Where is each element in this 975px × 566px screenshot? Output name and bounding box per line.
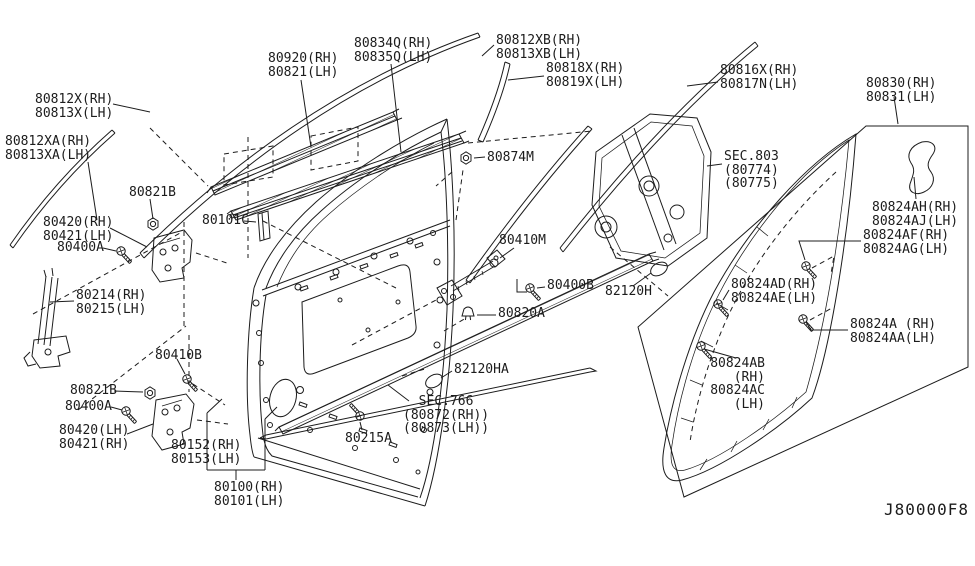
leader-sash-front-upper: [112, 103, 151, 113]
leader-seal-corner: [913, 176, 917, 200]
part-label-sec-803: SEC.803 (80774) (80775): [724, 149, 779, 191]
leader-grommet-82120h: [632, 272, 652, 287]
nut-80874m-glyph: [460, 151, 472, 165]
door-shell-drawing: [246, 118, 455, 507]
diagram-code: J80000F8: [884, 500, 970, 519]
part-label-clip-80101c: 80101C: [202, 213, 249, 228]
seal-box-screws: [693, 259, 821, 360]
clip-80820a-glyph: [461, 306, 475, 321]
part-label-weatherstrip-outer: 80834Q(RH) 80835Q(LH): [354, 36, 433, 65]
leader-sash-rear: [686, 81, 719, 87]
clip-80101c-glyph: [257, 210, 271, 242]
center-sash-piece: [465, 125, 593, 284]
part-label-sash-rear: 80816X(RH) 80817N(LH): [720, 63, 799, 92]
check-link-drawing: [436, 249, 506, 306]
leader-screw-a: [805, 321, 848, 331]
leader-hinge-lower: [126, 423, 154, 435]
part-label-bolt-80410b: 80410B: [155, 348, 202, 363]
leader-hinge-nut-lower: [113, 390, 144, 393]
leader-hinge-bolt-upper: [102, 247, 117, 252]
bolt-80410b-glyph: [179, 372, 202, 393]
leader-screw-ad: [722, 289, 730, 301]
part-label-screw-80215a: 80215A: [345, 431, 392, 446]
part-label-hinge-nut-lower: 80821B: [70, 383, 117, 398]
lower-rod: [259, 367, 598, 440]
construction-dashes: [32, 126, 835, 425]
leader-seal-assembly: [893, 96, 899, 125]
leader-screw-ab: [703, 348, 737, 359]
part-label-sash-front-lower: 80812XA(RH) 80813XA(LH): [5, 134, 92, 163]
leader-grommet-82120ha: [440, 370, 453, 379]
leader-hinge-upper: [109, 227, 148, 248]
part-label-sash-center: 80818X(RH) 80819X(LH): [546, 61, 625, 90]
leader-nut-80874m: [473, 156, 486, 159]
part-label-seal-assembly: 80830(RH) 80831(LH): [866, 76, 937, 105]
part-label-screw-ad: 80824AD(RH) 80824AE(LH): [731, 277, 818, 306]
part-label-hinge-bolt-upper: 80400A: [57, 240, 104, 255]
leader-sash-front-lower: [87, 161, 98, 221]
pillar-channel-drawing: [23, 267, 71, 369]
part-label-sash-front-upper: 80812X(RH) 80813X(LH): [35, 92, 114, 121]
corner-sash-piece: [477, 61, 511, 143]
part-label-check-link: 80410M: [499, 233, 546, 248]
part-label-door-panel: 80152(RH) 80153(LH): [171, 438, 242, 467]
part-label-sec-766: SEC.766 (80872(RH)) (80873(LH)): [403, 394, 490, 436]
leader-sash-corner: [481, 44, 495, 57]
leader-hinge-nut-upper: [149, 198, 154, 220]
part-label-screw-af: 80824AF(RH) 80824AG(LH): [863, 228, 950, 257]
leader-clip-80101c: [243, 220, 257, 223]
leader-bolt-80400b: [516, 279, 546, 293]
leader-bolt-80410b: [176, 358, 186, 375]
part-label-nut-80874m: 80874M: [487, 150, 534, 165]
seal-corner-piece: [908, 141, 936, 195]
part-label-clip-80820a: 80820A: [498, 306, 545, 321]
sec803-panel-drawing: [591, 113, 712, 267]
front-sash-strip: [139, 32, 481, 259]
leader-sec803: [706, 163, 723, 167]
part-label-screw-ab: 80824AB (RH) 80824AC (LH): [710, 356, 765, 412]
part-label-bolt-80400b: 80400B: [547, 278, 594, 293]
leader-hinge-bolt-lower: [110, 406, 123, 411]
door-inner-panel-details: [252, 230, 444, 490]
part-label-hinge-nut-upper: 80821B: [129, 185, 176, 200]
part-label-grommet-82120ha: 82120HA: [454, 362, 509, 377]
leader-sash-center: [507, 75, 545, 81]
leader-screw-80215a: [359, 421, 363, 431]
part-label-door-assembly: 80100(RH) 80101(LH): [214, 480, 285, 509]
upper-hinge-drawing: [113, 217, 193, 283]
leader-weatherstrip-inner: [300, 79, 312, 148]
part-label-grommet-82120h: 82120H: [605, 284, 652, 299]
leader-screw-af: [798, 240, 861, 261]
part-label-weatherstrip-inner: 80920(RH) 80821(LH): [268, 51, 339, 80]
grommet-82120ha-glyph: [425, 373, 443, 389]
part-label-screw-a: 80824A (RH) 80824AA(LH): [850, 317, 937, 346]
part-label-pillar-lower: 80214(RH) 80215(LH): [76, 288, 147, 317]
part-label-hinge-upper: 80420(RH) 80421(LH): [43, 215, 114, 244]
rear-sash-piece: [559, 41, 759, 253]
leader-check-link: [499, 247, 515, 259]
part-label-sash-corner: 80812XB(RH) 80813XB(LH): [496, 33, 583, 62]
grommet-82120h-glyph: [650, 261, 668, 277]
leader-sec766: [387, 384, 410, 402]
leader-pillar-lower: [49, 300, 75, 303]
part-label-seal-corner: 80824AH(RH) 80824AJ(LH): [872, 200, 959, 229]
part-label-hinge-lower: 80420(LH) 80421(RH): [59, 423, 130, 452]
leader-weatherstrip-outer: [390, 63, 402, 153]
seal-box-drawing: [637, 125, 969, 498]
part-label-hinge-bolt-lower: 80400A: [65, 399, 112, 414]
front-sash-lower-strip: [9, 129, 116, 249]
leader-lines: [49, 44, 917, 480]
leader-door-assembly-bracket: [206, 398, 278, 480]
lower-hinge-drawing: [118, 386, 195, 451]
